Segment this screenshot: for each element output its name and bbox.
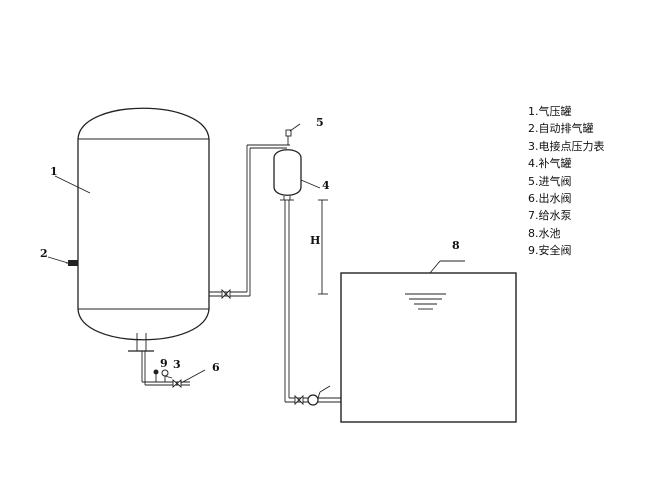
inlet-valve <box>285 129 292 145</box>
air-supply-pipe <box>209 144 290 300</box>
legend-item-6: 6.出水阀 <box>528 191 572 205</box>
legend-item-4: 4.补气罐 <box>528 157 572 171</box>
label-h: H <box>310 234 320 247</box>
safety-valve <box>153 369 159 382</box>
label-8: 8 <box>452 239 460 252</box>
tank-outlet-pipe <box>128 333 190 386</box>
label-1: 1 <box>50 165 58 178</box>
label-2: 2 <box>40 247 48 260</box>
height-dimension <box>318 199 328 295</box>
legend-item-3: 3.电接点压力表 <box>528 139 605 153</box>
water-pipe <box>284 200 341 406</box>
legend-item-8: 8.水池 <box>528 226 561 240</box>
legend-item-1: 1.气压罐 <box>528 105 572 118</box>
legend-item-5: 5.进气阀 <box>528 174 572 188</box>
leader-lines <box>47 123 465 384</box>
legend-item-2: 2.自动排气罐 <box>528 122 594 136</box>
label-5: 5 <box>316 116 324 129</box>
legend-item-7: 7.给水泵 <box>528 209 572 223</box>
legend: 1.气压罐 2.自动排气罐 3.电接点压力表 4.补气罐 5.进气阀 6.出水阀… <box>528 103 605 260</box>
label-6: 6 <box>212 361 220 374</box>
legend-item-9: 9.安全阀 <box>528 244 572 258</box>
label-9: 9 <box>160 357 168 370</box>
outlet-valve <box>172 379 182 388</box>
water-pool <box>340 272 517 423</box>
water-pump <box>307 385 331 406</box>
label-4: 4 <box>322 179 330 192</box>
label-3: 3 <box>173 358 181 371</box>
pressure-tank <box>77 107 210 341</box>
makeup-tank <box>273 149 302 201</box>
